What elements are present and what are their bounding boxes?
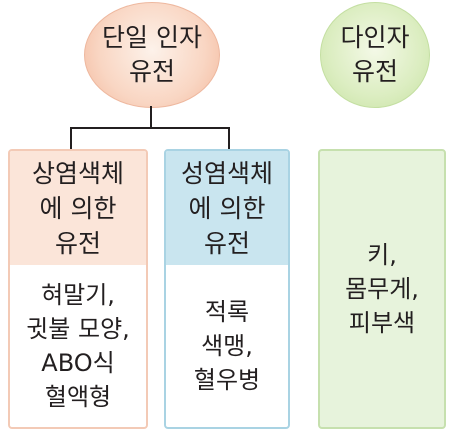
multifactorial-example: 피부색 bbox=[348, 309, 416, 337]
autosomal-example: 혈액형 bbox=[44, 383, 112, 411]
autosomal-head-line: 상염색체 bbox=[31, 158, 124, 188]
sex-linked-head-line: 유전 bbox=[203, 228, 250, 258]
connector-left-drop bbox=[70, 127, 72, 149]
multi-gene-label-line2: 유전 bbox=[351, 57, 398, 86]
sex-linked-example: 색맹, bbox=[201, 332, 253, 360]
sex-linked-example: 혈우병 bbox=[193, 366, 261, 394]
sex-linked-inheritance-header: 성염색체 에 의한 유전 bbox=[166, 151, 288, 265]
single-gene-inheritance-node: 단일 인자 유전 bbox=[84, 2, 220, 108]
connector-stem bbox=[150, 106, 152, 128]
connector-horizontal bbox=[70, 127, 230, 129]
autosomal-head-line: 에 의한 bbox=[39, 193, 117, 223]
sex-linked-inheritance-box: 성염색체 에 의한 유전 적록 색맹, 혈우병 bbox=[164, 149, 290, 429]
autosomal-example: 혀말기, bbox=[41, 281, 115, 309]
sex-linked-examples: 적록 색맹, 혈우병 bbox=[166, 265, 288, 427]
sex-linked-head-line: 성염색체 bbox=[180, 158, 273, 188]
multifactorial-example: 키, bbox=[367, 241, 397, 269]
single-gene-label-line1: 단일 인자 bbox=[102, 23, 202, 52]
single-gene-label-line2: 유전 bbox=[128, 57, 175, 86]
autosomal-example: 귓불 모양, bbox=[26, 315, 130, 343]
autosomal-examples: 혀말기, 귓불 모양, ABO식 혈액형 bbox=[10, 265, 146, 427]
multifactorial-examples-box: 키, 몸무게, 피부색 bbox=[318, 149, 446, 429]
autosomal-head-line: 유전 bbox=[54, 228, 101, 258]
connector-right-drop bbox=[228, 127, 230, 149]
sex-linked-head-line: 에 의한 bbox=[188, 193, 266, 223]
sex-linked-example: 적록 bbox=[204, 298, 250, 326]
multi-gene-label-line1: 다인자 bbox=[340, 23, 410, 52]
autosomal-inheritance-header: 상염색체 에 의한 유전 bbox=[10, 151, 146, 265]
multifactorial-example: 몸무게, bbox=[345, 275, 419, 303]
autosomal-example: ABO식 bbox=[41, 349, 115, 377]
multifactorial-examples: 키, 몸무게, 피부색 bbox=[345, 238, 419, 340]
autosomal-inheritance-box: 상염색체 에 의한 유전 혀말기, 귓불 모양, ABO식 혈액형 bbox=[8, 149, 148, 429]
multifactorial-inheritance-node: 다인자 유전 bbox=[320, 2, 430, 108]
